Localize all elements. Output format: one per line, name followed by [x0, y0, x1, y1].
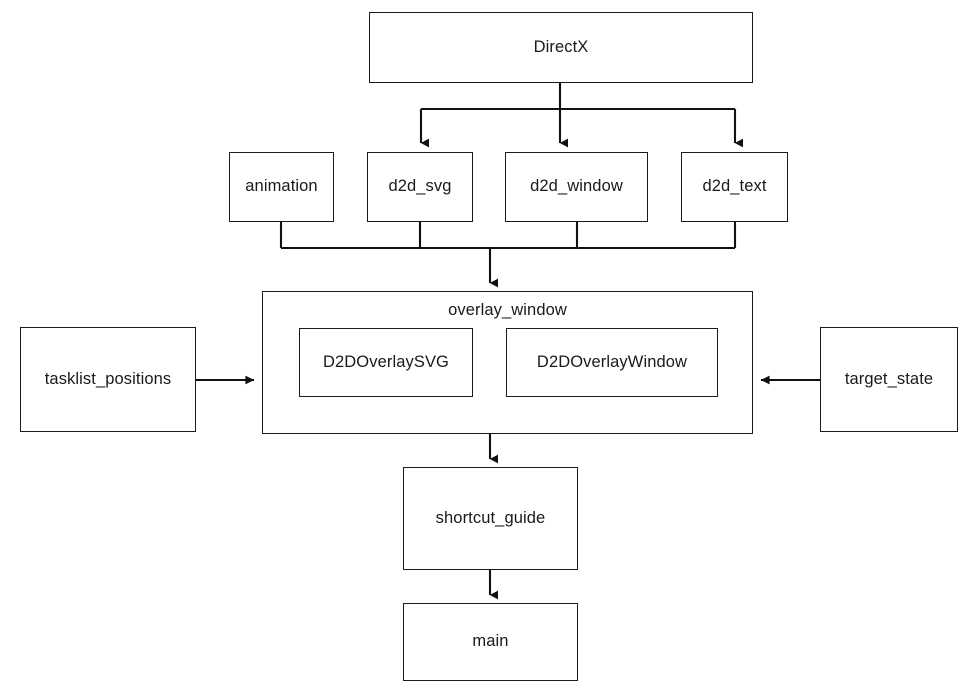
- node-d2d-svg-label: d2d_svg: [388, 177, 452, 196]
- node-main[interactable]: main: [403, 603, 578, 681]
- node-animation-label: animation: [245, 177, 318, 196]
- node-d2doverlaysvg[interactable]: D2DOverlaySVG: [299, 328, 473, 397]
- node-target-state-label: target_state: [844, 369, 934, 388]
- node-target-state[interactable]: target_state: [820, 327, 958, 432]
- node-d2d-window-label: d2d_window: [530, 177, 623, 196]
- node-tasklist-positions-label: tasklist_positions: [44, 369, 172, 388]
- node-d2doverlaywindow[interactable]: D2DOverlayWindow: [506, 328, 718, 397]
- node-d2d-text-label: d2d_text: [702, 177, 767, 196]
- node-shortcut-guide[interactable]: shortcut_guide: [403, 467, 578, 570]
- node-d2d-window[interactable]: d2d_window: [505, 152, 648, 222]
- node-tasklist-positions[interactable]: tasklist_positions: [20, 327, 196, 432]
- node-directx-label: DirectX: [533, 37, 589, 56]
- node-animation[interactable]: animation: [229, 152, 334, 222]
- node-d2doverlaysvg-label: D2DOverlaySVG: [322, 352, 449, 371]
- node-overlay-window-label: overlay_window: [448, 301, 567, 319]
- node-d2d-svg[interactable]: d2d_svg: [367, 152, 473, 222]
- node-shortcut-guide-label: shortcut_guide: [435, 508, 546, 527]
- node-directx[interactable]: DirectX: [369, 12, 753, 83]
- node-main-label: main: [472, 632, 509, 651]
- node-d2doverlaywindow-label: D2DOverlayWindow: [536, 352, 688, 371]
- node-d2d-text[interactable]: d2d_text: [681, 152, 788, 222]
